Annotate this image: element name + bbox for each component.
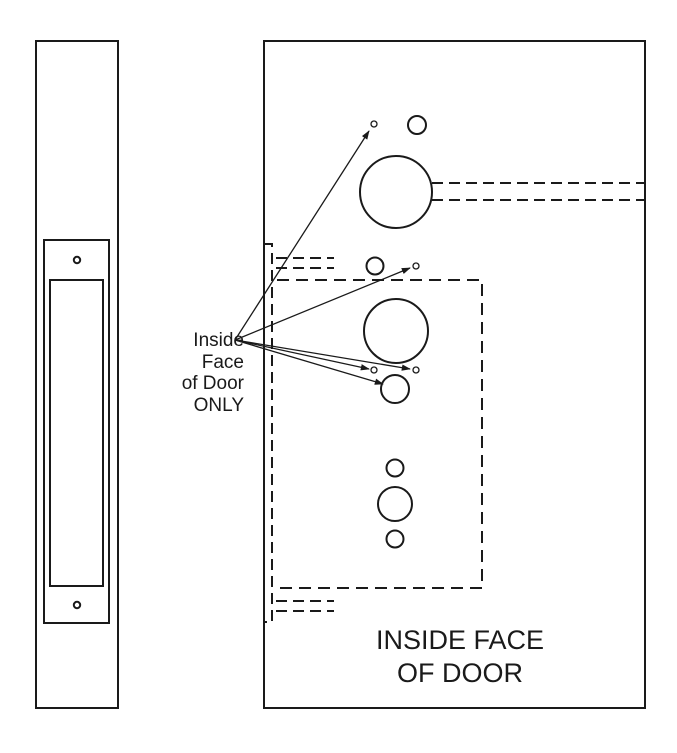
callout-line-3: of Door (181, 373, 244, 394)
strike-plate-opening (49, 279, 104, 587)
door-edge-outline (35, 40, 119, 709)
door-label-line-1: INSIDE FACE (375, 625, 545, 655)
leader-arrow-4 (234, 339, 411, 371)
inside-face-only-callout: Inside Face of Door ONLY (148, 330, 244, 416)
leader-arrow-2 (234, 267, 411, 341)
door-face-outline (263, 40, 646, 709)
small-hole-top (407, 115, 427, 135)
door-face-label: INSIDE FACE OF DOOR (338, 624, 582, 690)
door-edge-view (35, 40, 119, 709)
door-label-line-2: OF DOOR (397, 658, 523, 688)
callout-leaders (234, 130, 411, 385)
mortise-front-outline (264, 243, 273, 623)
callout-line-4: ONLY (193, 394, 244, 416)
small-hole-upper (385, 458, 405, 478)
mortise-pocket-outline (277, 279, 483, 589)
callout-line-2: Face (201, 351, 244, 373)
deadbolt-cylinder-hole (359, 155, 433, 229)
leader-arrow-3 (234, 339, 370, 371)
lever-spindle-hole (363, 298, 429, 364)
small-hole-left (365, 256, 385, 276)
pilot-hole-4 (412, 366, 420, 374)
strike-screw-hole-top (72, 255, 82, 265)
pilot-hole-2 (412, 262, 420, 270)
pilot-hole-1 (370, 120, 378, 128)
leader-arrow-1 (234, 130, 370, 341)
strike-screw-hole-bottom (72, 600, 82, 610)
callout-line-1: Inside (193, 330, 244, 351)
cylinder-hole-lower (377, 486, 413, 522)
small-hole-lower (385, 529, 405, 549)
door-face-view (263, 40, 646, 709)
leader-arrow-5 (234, 339, 384, 385)
pilot-hole-3 (370, 366, 378, 374)
strike-plate (43, 239, 110, 624)
thumbturn-hole (380, 374, 410, 404)
